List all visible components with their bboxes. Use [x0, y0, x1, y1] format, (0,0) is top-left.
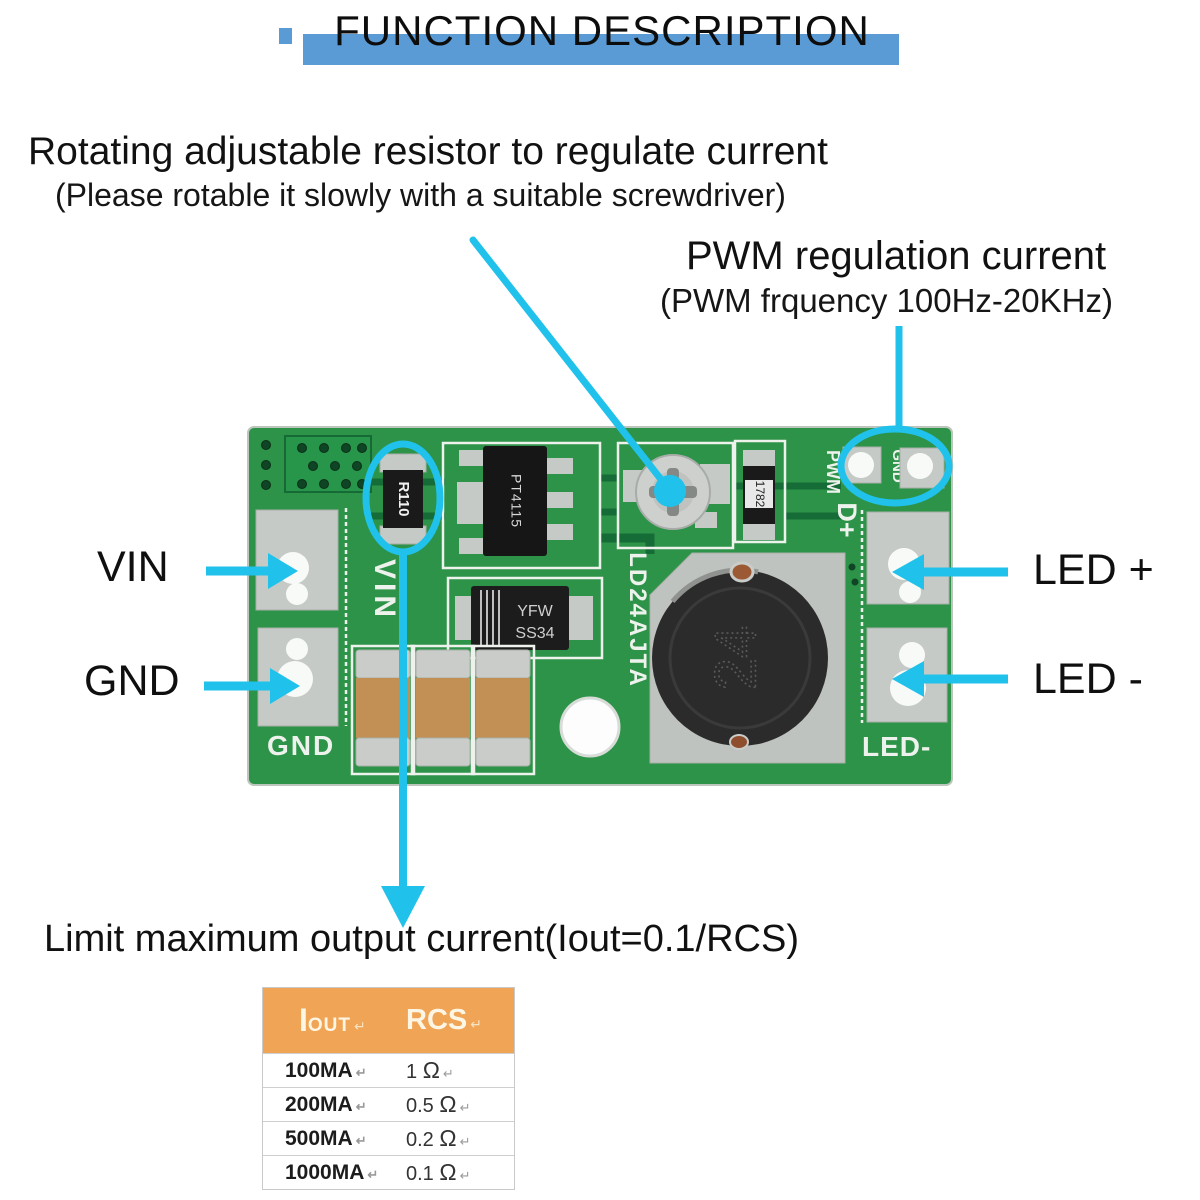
silk-d-plus: D+	[832, 502, 862, 537]
via-dot	[848, 563, 856, 571]
rcs-table: IOUT↵ RCS↵ 100MA↵ 1 Ω↵ 200MA↵ 0.5 Ω↵ 500…	[262, 987, 515, 1190]
limit-current-heading: Limit maximum output current(Iout=0.1/RC…	[44, 918, 799, 960]
table-row: 100MA↵ 1 Ω↵	[263, 1053, 514, 1087]
return-mark-icon: ↵	[442, 1066, 454, 1081]
return-mark-icon: ↵	[355, 1132, 367, 1148]
vin-label: VIN	[97, 543, 169, 591]
rcs-header: RCS↵	[406, 1004, 482, 1036]
rcs-resistor: R110	[379, 453, 427, 545]
pwm-subheading: (PWM frquency 100Hz-20KHz)	[660, 282, 1113, 319]
page-title: FUNCTION DESCRIPTION	[334, 7, 870, 54]
led-minus-pad	[866, 627, 948, 723]
capacitor-bank	[350, 644, 536, 776]
silk-led-minus: LED-	[862, 731, 931, 762]
diode-marking-2: SS34	[515, 625, 554, 642]
via-dot	[851, 578, 859, 586]
silk-pwm: PWM	[823, 450, 843, 494]
silk-gnd: GND	[267, 730, 335, 761]
return-mark-icon: ↵	[470, 1016, 482, 1032]
return-mark-icon: ↵	[355, 1098, 367, 1114]
iout-header: IOUT↵	[299, 1002, 366, 1038]
inductor-marking: 24	[703, 626, 768, 691]
rotating-resistor-subheading: (Please rotable it slowly with a suitabl…	[55, 177, 786, 213]
return-mark-icon: ↵	[355, 1064, 367, 1080]
return-mark-icon: ↵	[367, 1166, 379, 1182]
title-highlight-chip	[279, 28, 292, 44]
pcb-photo: VIN GND R110 PT4115	[247, 426, 953, 786]
mounting-hole	[559, 696, 621, 758]
return-mark-icon: ↵	[459, 1134, 471, 1149]
pwm-heading: PWM regulation current	[686, 234, 1107, 278]
return-mark-icon: ↵	[354, 1018, 366, 1034]
gnd-pad	[257, 627, 339, 727]
rotating-resistor-heading: Rotating adjustable resistor to regulate…	[28, 130, 828, 173]
return-mark-icon: ↵	[459, 1100, 471, 1115]
ic-marking: PT4115	[508, 474, 524, 528]
led-minus-label: LED -	[1033, 655, 1143, 703]
silk-vin: VIN	[368, 559, 401, 621]
table-row: 500MA↵ 0.2 Ω↵	[263, 1121, 514, 1155]
silk-model: LD24AJTA	[624, 552, 651, 688]
return-mark-icon: ↵	[459, 1168, 471, 1183]
gnd-label: GND	[84, 657, 180, 705]
diode-marking-1: YFW	[517, 603, 553, 620]
rcs-table-header: IOUT↵ RCS↵	[263, 988, 514, 1053]
chip-resistor: 1782	[733, 439, 787, 544]
inductor: 24	[649, 552, 846, 764]
table-row: 200MA↵ 0.5 Ω↵	[263, 1087, 514, 1121]
chip-resistor-marking: 1782	[753, 481, 767, 508]
table-row: 1000MA↵ 0.1 Ω↵	[263, 1155, 514, 1189]
rcs-resistor-marking: R110	[395, 481, 412, 516]
title-highlight-bar	[303, 34, 899, 65]
led-plus-label: LED +	[1033, 546, 1154, 594]
vin-pad	[255, 509, 339, 611]
led-plus-pad	[866, 511, 950, 605]
